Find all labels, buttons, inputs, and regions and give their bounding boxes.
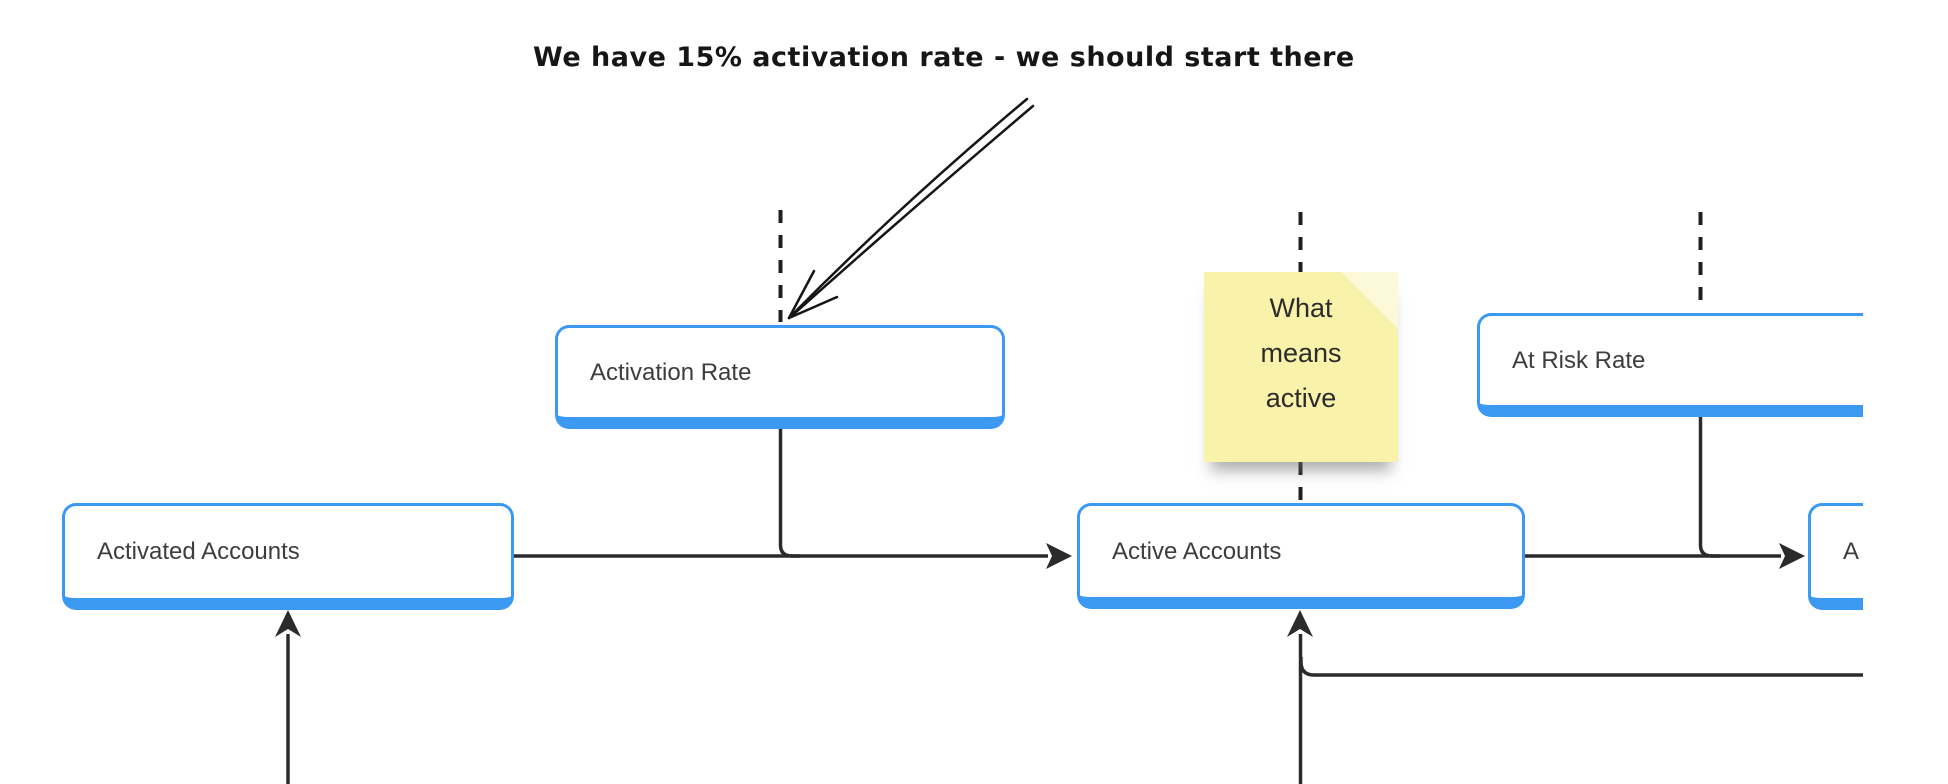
flowchart-canvas: We have 15% activation rate - we should … (62, 42, 1863, 784)
node-label: Active Accounts (1112, 537, 1282, 565)
edge-at-risk-rate-drop[interactable] (1698, 417, 1721, 558)
hand-drawn-arrow[interactable] (787, 97, 1035, 320)
connector-layer (275, 97, 1863, 784)
edge-activation-rate-drop[interactable] (778, 428, 801, 558)
node-at-risk-rate[interactable]: At Risk Rate (1477, 313, 1863, 417)
node-activation-rate[interactable]: Activation Rate (555, 325, 1005, 429)
node-active-accounts[interactable]: Active Accounts (1077, 503, 1525, 609)
edge-branch-bottom-right[interactable] (1299, 657, 1863, 677)
node-activated-accounts[interactable]: Activated Accounts (62, 503, 514, 610)
node-label: Activated Accounts (97, 538, 300, 565)
annotation-text[interactable]: We have 15% activation rate - we should … (533, 42, 1355, 73)
node-label: At Risk Rate (1512, 346, 1646, 374)
sticky-note-line: means (1260, 338, 1342, 368)
arrowhead-up-active (1287, 610, 1313, 637)
arrowhead-into-active-accounts (1046, 543, 1072, 569)
arrowhead-into-at-risk-accounts (1779, 543, 1805, 569)
node-label: Activation Rate (590, 358, 752, 386)
node-label: A (1843, 538, 1860, 565)
node-at-risk-accounts-partial[interactable]: A (1808, 503, 1863, 610)
arrowhead-up-activated (275, 610, 301, 637)
sticky-note-line: What (1269, 293, 1333, 323)
sticky-note-line: active (1265, 383, 1337, 413)
sticky-note[interactable]: What means active (1204, 272, 1398, 462)
